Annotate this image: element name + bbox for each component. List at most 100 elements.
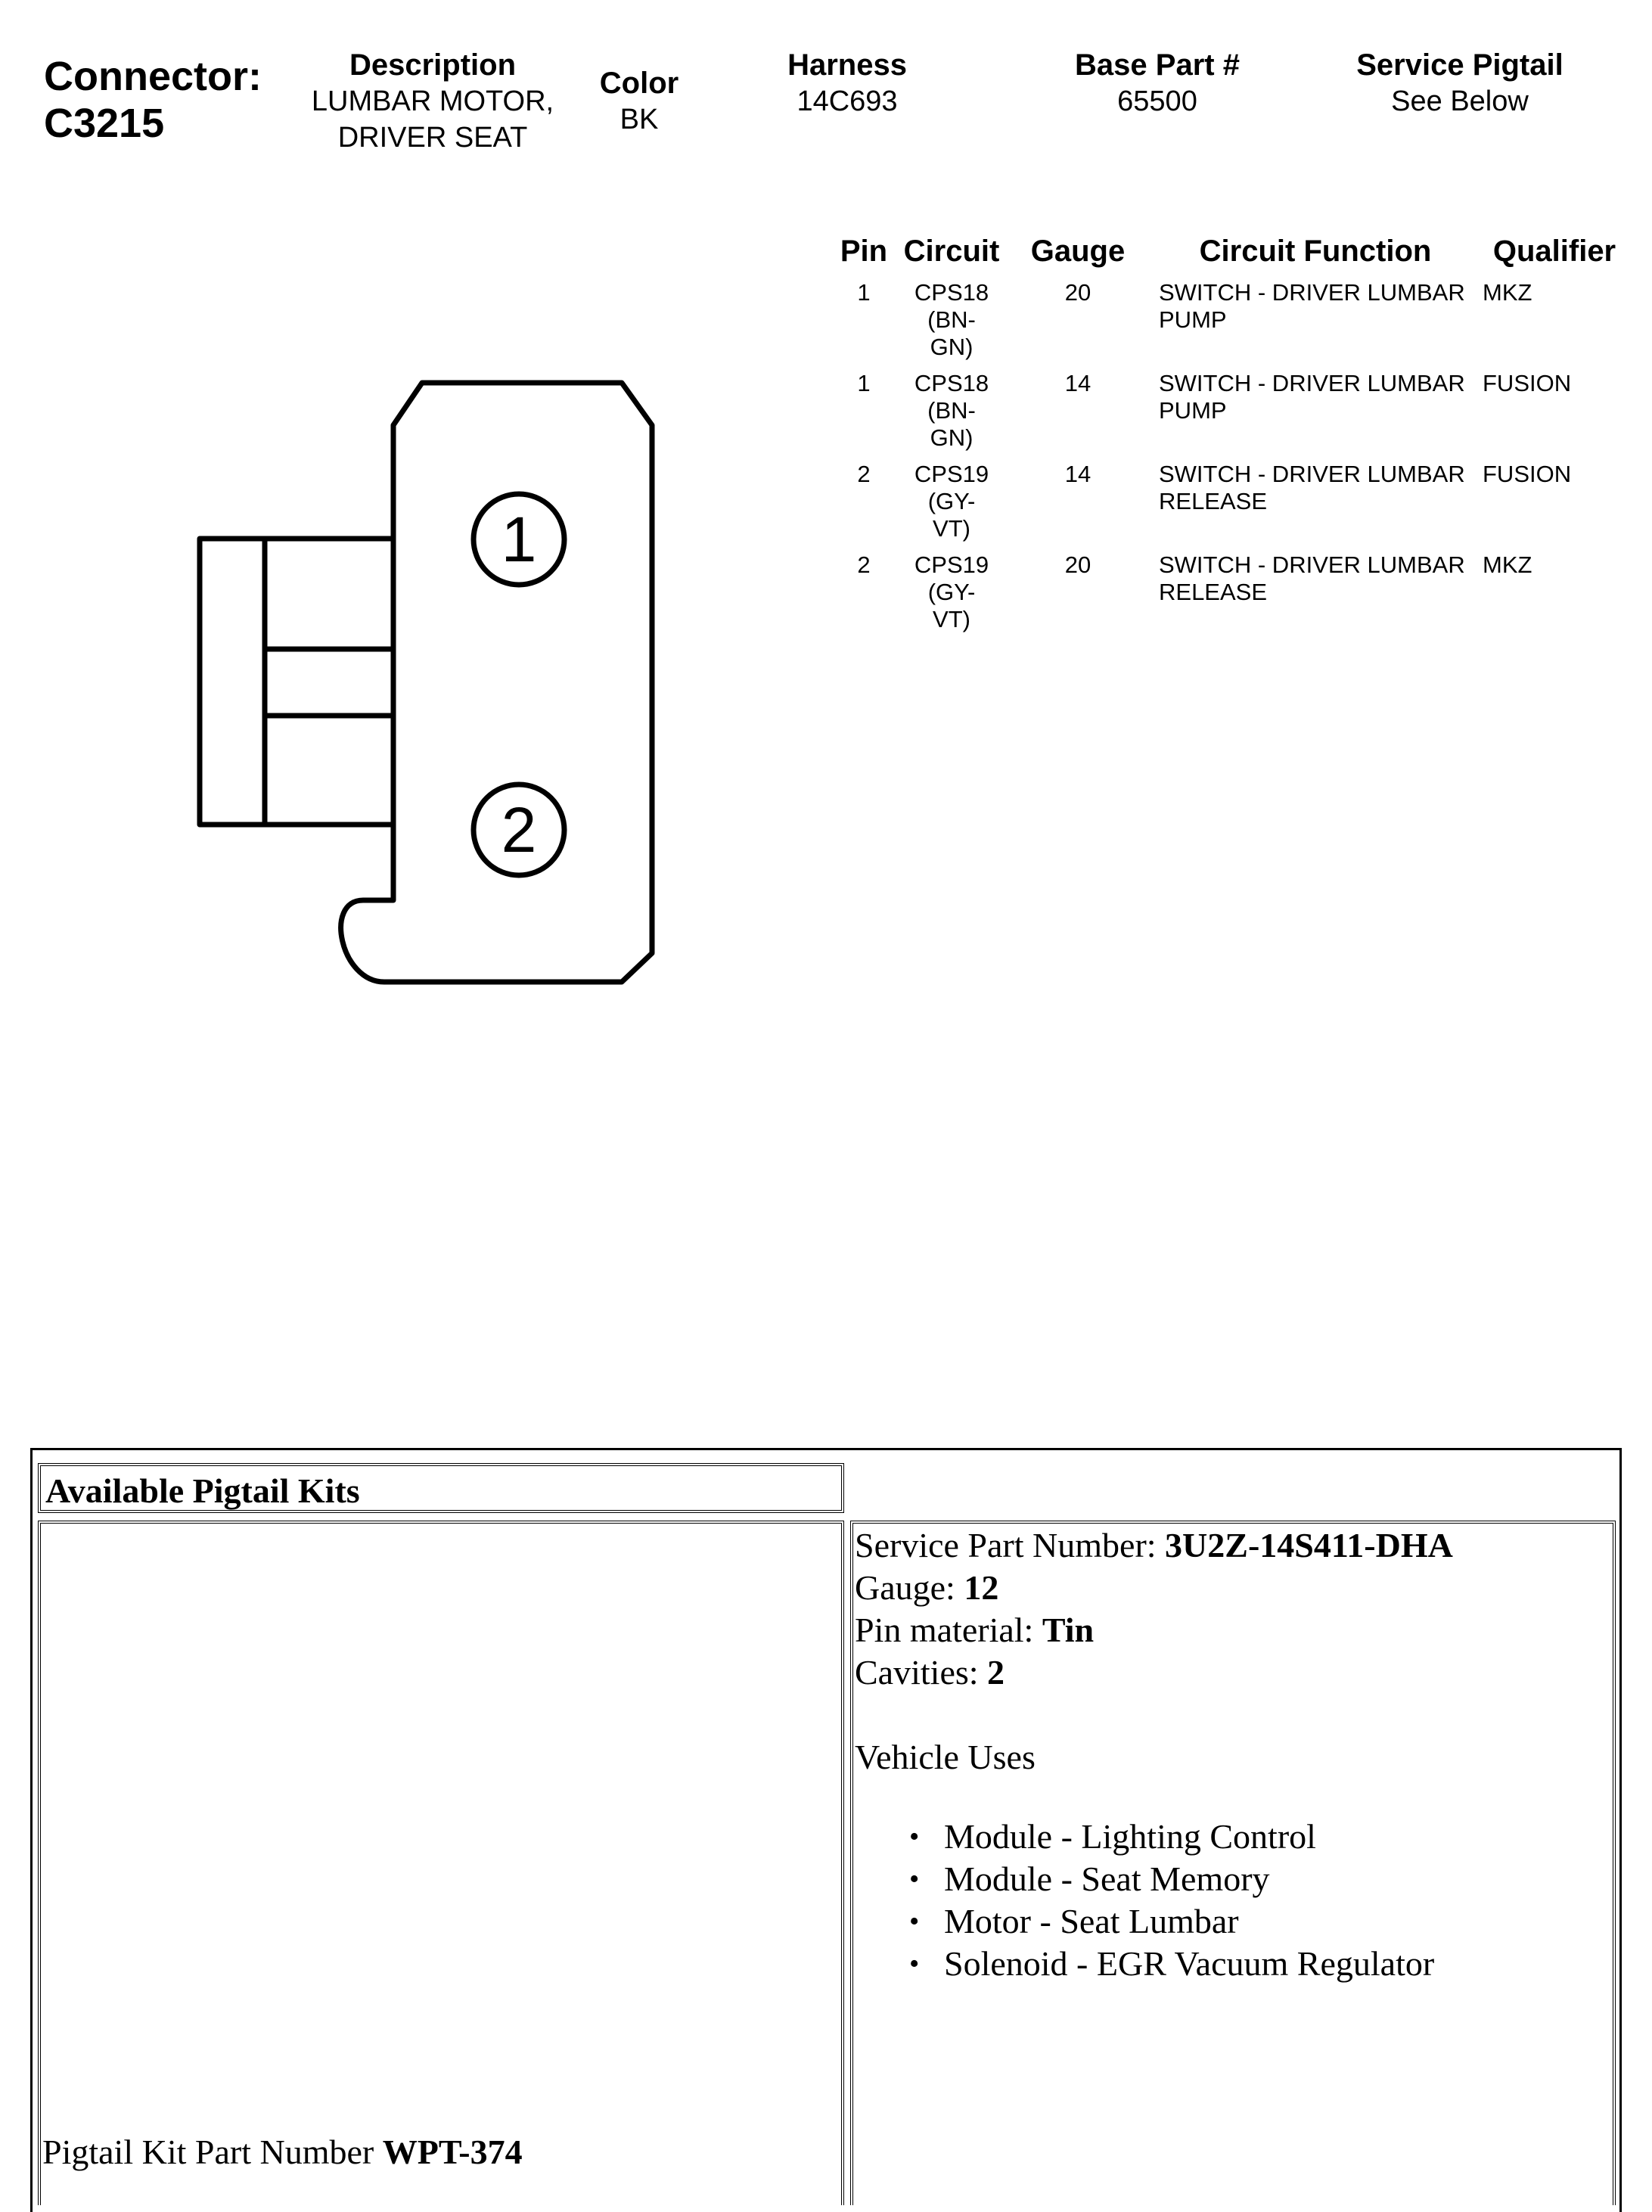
function-line-1: SWITCH - DRIVER LUMBAR — [1159, 370, 1465, 396]
list-item: Module - Seat Memory — [944, 1858, 1434, 1900]
description-line-1: LUMBAR MOTOR, — [311, 85, 554, 117]
service-pigtail-header: Service Pigtail — [1356, 48, 1564, 82]
function-line-2: PUMP — [1159, 397, 1227, 424]
pin-2-circle — [470, 781, 567, 878]
circuit-line-2: GN) — [930, 334, 974, 360]
table-row: 1 CPS18 (BN-GN) 20 SWITCH - DRIVER LUMBA… — [832, 279, 1626, 370]
harness-value: 14C693 — [796, 85, 898, 117]
kit-part-label: Pigtail Kit Part Number — [42, 2133, 383, 2171]
table-row: 2 CPS19 (GY-VT) 20 SWITCH - DRIVER LUMBA… — [832, 551, 1626, 642]
pin-material-label: Pin material: — [855, 1611, 1042, 1649]
cavities-line: Cavities: 2 — [855, 1651, 1453, 1694]
pin-table-header-row: Pin Circuit Gauge Circuit Function Quali… — [832, 235, 1626, 279]
harness-column: Harness 14C693 — [749, 47, 946, 120]
function-line-2: PUMP — [1159, 306, 1227, 333]
circuit-function-header: Circuit Function — [1199, 235, 1432, 268]
gauge-cell: 20 — [1064, 279, 1092, 306]
pin-cell: 1 — [857, 279, 871, 306]
list-item: Solenoid - EGR Vacuum Regulator — [944, 1943, 1434, 1985]
function-line-1: SWITCH - DRIVER LUMBAR — [1159, 551, 1465, 578]
circuit-cell: CPS19 (GY-VT) — [896, 551, 1008, 642]
base-part-value: 65500 — [1117, 85, 1197, 117]
function-line-1: SWITCH - DRIVER LUMBAR — [1159, 279, 1465, 306]
connector-id: C3215 — [44, 101, 165, 146]
pin-material-line: Pin material: Tin — [855, 1609, 1453, 1651]
base-part-header: Base Part # — [1075, 48, 1240, 82]
function-line-1: SWITCH - DRIVER LUMBAR — [1159, 461, 1465, 487]
pigtail-details-panel — [850, 1521, 1616, 2205]
pigtail-kits-frame — [30, 1448, 1622, 2212]
cavities-value: 2 — [987, 1653, 1005, 1692]
pin-cell: 2 — [857, 461, 871, 487]
description-line-2: DRIVER SEAT — [337, 122, 528, 154]
connector-face-diagram: 1 2 — [197, 380, 655, 985]
qualifier-header: Qualifier — [1492, 235, 1616, 268]
circuit-line-2: GN) — [930, 424, 974, 451]
gauge-cell: 20 — [1064, 551, 1092, 578]
description-column: Description LUMBAR MOTOR, DRIVER SEAT — [293, 47, 572, 156]
base-part-column: Base Part # 65500 — [1044, 47, 1271, 120]
connector-label: Connector: — [44, 54, 262, 99]
cavities-label: Cavities: — [855, 1653, 988, 1692]
gauge-value: 12 — [964, 1568, 999, 1607]
connector-title: Connector: C3215 — [44, 53, 262, 147]
service-part-line: Service Part Number: 3U2Z-14S411-DHA — [855, 1524, 1453, 1567]
gauge-cell: 14 — [1064, 370, 1092, 396]
gauge-header: Gauge — [1030, 235, 1126, 268]
circuit-line-2: VT) — [933, 606, 970, 632]
circuit-line-1: CPS19 (GY- — [914, 551, 989, 605]
circuit-cell: CPS18 (BN-GN) — [896, 279, 1008, 370]
service-pigtail-column: Service Pigtail See Below — [1331, 47, 1588, 120]
pin-1-circle — [470, 491, 567, 588]
color-column: Color BK — [582, 65, 696, 138]
circuit-cell: CPS19 (GY-VT) — [896, 461, 1008, 551]
color-value: BK — [620, 104, 659, 135]
circuit-line-1: CPS18 (BN- — [914, 279, 989, 333]
kit-part-value: WPT-374 — [382, 2133, 523, 2171]
pigtail-kit-part-number: Pigtail Kit Part Number WPT-374 — [42, 2132, 523, 2172]
function-line-2: RELEASE — [1159, 579, 1268, 605]
list-item: Module - Lighting Control — [944, 1816, 1434, 1858]
harness-header: Harness — [787, 48, 907, 82]
pigtail-kits-heading: Available Pigtail Kits — [38, 1463, 844, 1513]
pigtail-image-panel — [38, 1521, 844, 2205]
vehicle-uses-label: Vehicle Uses — [855, 1738, 1036, 1776]
qualifier-cell: MKZ — [1483, 279, 1532, 306]
service-part-value: 3U2Z-14S411-DHA — [1165, 1526, 1453, 1564]
circuit-line-2: VT) — [933, 515, 970, 542]
spacer — [855, 1694, 1453, 1736]
color-header: Color — [599, 67, 679, 100]
pin-table: Pin Circuit Gauge Circuit Function Quali… — [832, 235, 1626, 642]
pin-material-value: Tin — [1042, 1611, 1095, 1649]
connector-body-outline — [338, 380, 655, 985]
pin-1-number: 1 — [502, 504, 537, 575]
pin-cell: 1 — [857, 370, 871, 396]
description-header: Description — [349, 48, 517, 82]
circuit-line-1: CPS18 (BN- — [914, 370, 989, 424]
pin-header: Pin — [840, 235, 888, 268]
service-part-label: Service Part Number: — [855, 1526, 1166, 1564]
qualifier-cell: MKZ — [1483, 551, 1532, 578]
circuit-cell: CPS18 (BN-GN) — [896, 370, 1008, 461]
pigtail-specs: Service Part Number: 3U2Z-14S411-DHA Gau… — [855, 1524, 1453, 1779]
table-row: 1 CPS18 (BN-GN) 14 SWITCH - DRIVER LUMBA… — [832, 370, 1626, 461]
gauge-cell: 14 — [1064, 461, 1092, 487]
vehicle-uses-list: Module - Lighting Control Module - Seat … — [944, 1816, 1434, 1985]
gauge-label: Gauge: — [855, 1568, 964, 1607]
qualifier-cell: FUSION — [1483, 370, 1572, 396]
function-line-2: RELEASE — [1159, 488, 1268, 514]
pin-cell: 2 — [857, 551, 871, 578]
pin-2-number: 2 — [502, 794, 537, 865]
circuit-header: Circuit — [903, 235, 1000, 268]
table-row: 2 CPS19 (GY-VT) 14 SWITCH - DRIVER LUMBA… — [832, 461, 1626, 551]
qualifier-cell: FUSION — [1483, 461, 1572, 487]
gauge-line: Gauge: 12 — [855, 1567, 1453, 1609]
latch-outline — [197, 536, 396, 828]
service-pigtail-value: See Below — [1391, 85, 1529, 117]
list-item: Motor - Seat Lumbar — [944, 1900, 1434, 1943]
circuit-line-1: CPS19 (GY- — [914, 461, 989, 514]
